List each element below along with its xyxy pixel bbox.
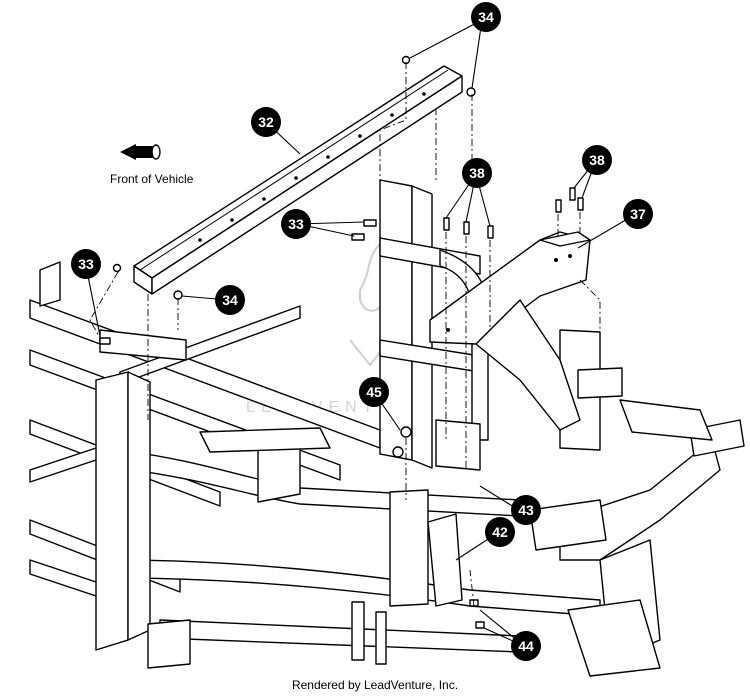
- callout-label: 34: [478, 9, 494, 25]
- alignment-lines: [89, 62, 601, 607]
- callout-label: 38: [469, 165, 485, 181]
- callout-label: 42: [492, 524, 508, 540]
- callout-label: 34: [222, 292, 238, 308]
- upper-bracket-part-37: [429, 231, 591, 431]
- callout-label: 38: [589, 152, 605, 168]
- front-of-vehicle-arrow-icon: [120, 144, 161, 160]
- callout-34-top: 34: [471, 2, 501, 32]
- callout-37: 37: [623, 199, 653, 229]
- hardware-fasteners: [99, 55, 584, 629]
- callout-32: 32: [251, 107, 281, 137]
- chassis-frame: [29, 261, 745, 677]
- callout-label: 45: [366, 384, 382, 400]
- cross-bar-part-32: [133, 65, 463, 295]
- callout-45: 45: [359, 377, 389, 407]
- callout-33-upper: 33: [281, 209, 311, 239]
- callout-38-right: 38: [582, 145, 612, 175]
- callout-33-left: 33: [71, 249, 101, 279]
- callout-label: 37: [630, 206, 646, 222]
- render-credit-caption: Rendered by LeadVenture, Inc.: [291, 678, 459, 692]
- callout-38-left: 38: [462, 158, 492, 188]
- callout-44: 44: [511, 631, 541, 661]
- callout-label: 44: [518, 638, 534, 654]
- callout-34-lower: 34: [215, 285, 245, 315]
- callout-label: 33: [288, 216, 304, 232]
- front-of-vehicle-label: Front of Vehicle: [110, 172, 194, 186]
- leader-lines: [85, 19, 637, 647]
- callout-label: 33: [78, 256, 94, 272]
- callout-label: 32: [258, 114, 274, 130]
- callout-43: 43: [511, 495, 541, 525]
- callout-label: 43: [518, 502, 534, 518]
- callout-42: 42: [485, 517, 515, 547]
- cross-bar-holes: [198, 92, 426, 242]
